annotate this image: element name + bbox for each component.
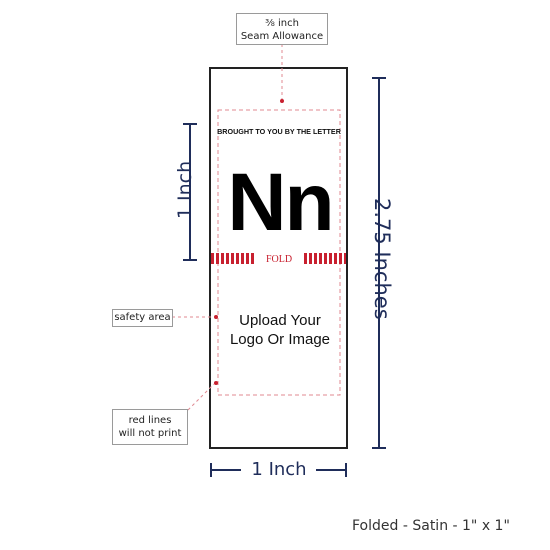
redlines-leader-line	[187, 383, 215, 411]
height-total-label: 2.75 Inches	[370, 198, 394, 320]
fold-stripes-left	[211, 253, 254, 264]
fold-text: FOLD	[266, 254, 292, 265]
red-lines-text-1: red lines	[128, 415, 172, 426]
redlines-leader-dot	[214, 381, 218, 385]
red-lines-callout: red lines will not print	[112, 409, 188, 445]
height-folded-dimension	[183, 123, 197, 261]
seam-fraction-text: ⅜ inch	[265, 18, 299, 29]
seam-allowance-callout: ⅜ inch Seam Allowance	[236, 13, 328, 45]
safety-area-callout: safety area	[112, 309, 173, 327]
upload-line-2: Logo Or Image	[230, 331, 330, 348]
tagline-text: BROUGHT TO YOU BY THE LETTER	[217, 127, 342, 136]
letters-text: Nn	[227, 157, 332, 248]
red-lines-text-2: will not print	[118, 428, 182, 439]
seam-label-text: Seam Allowance	[240, 31, 324, 42]
height-total-dimension	[372, 77, 386, 449]
height-folded-label: 1 Inch	[174, 160, 196, 220]
product-caption: Folded - Satin - 1" x 1"	[352, 518, 510, 534]
upload-line-1: Upload Your	[239, 312, 321, 329]
width-label: 1 Inch	[251, 459, 307, 480]
safety-area-text: safety area	[114, 312, 171, 323]
safety-leader-dot	[214, 315, 218, 319]
seam-guide-dot	[280, 99, 284, 103]
fold-stripes-right	[304, 253, 346, 264]
width-dimension	[210, 463, 347, 477]
